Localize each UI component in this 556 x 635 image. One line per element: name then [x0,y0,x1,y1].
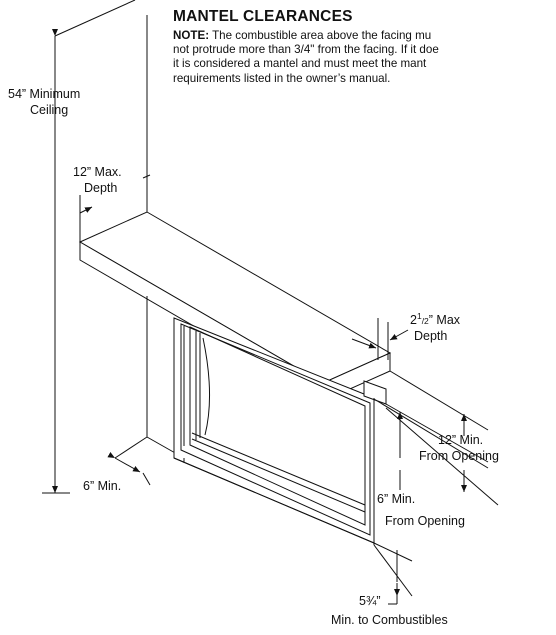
open6-label-1: 6” Min. [377,492,415,506]
note-line-2: not protrude more than 3/4" from the fac… [173,43,439,57]
ceiling-label-1: 54” Minimum [8,87,80,101]
page-title: MANTEL CLEARANCES [173,8,353,25]
note-line-4: requirements listed in the owner’s manua… [173,71,391,85]
side-min-label: 6” Min. [83,479,121,493]
opening-extension-lines [373,370,499,597]
trim-depth-sub: /2 [422,316,429,326]
side-min-dimension [107,451,151,486]
max-depth-dimension [79,195,93,242]
ceiling-dimension [42,0,151,494]
note-text: NOTE: The combustible area above the fac… [173,29,556,86]
open12-label-2: From Opening [419,449,499,463]
note-label: NOTE: [173,29,210,42]
trim-depth-dimension [351,318,409,360]
trim-depth-sup: 1 [417,311,422,321]
open12-label-1: 12” Min. [438,433,483,447]
note-line-1: The combustible area above the facing mu [209,29,432,42]
fireplace-unit [146,296,387,545]
ceiling-label-2: Ceiling [30,103,68,117]
trim-depth-pre: 2 [410,313,417,327]
floor-label-2: Min. to Combustibles [331,613,448,627]
note-line-3: it is considered a mantel and must meet … [173,57,427,71]
open6-label-2: From Opening [385,514,465,528]
max-depth-label-1: 12” Max. [73,165,122,179]
trim-depth-label-2: Depth [414,329,447,343]
header-block: MANTEL CLEARANCES NOTE: The combustible … [173,8,556,86]
floor-label-1: 5¾” [359,594,381,608]
trim-depth-label-1: 21/2” Max [410,311,461,327]
max-depth-label-2: Depth [84,181,117,195]
trim-depth-post: ” Max [429,313,461,327]
floor-dimension [388,550,400,605]
